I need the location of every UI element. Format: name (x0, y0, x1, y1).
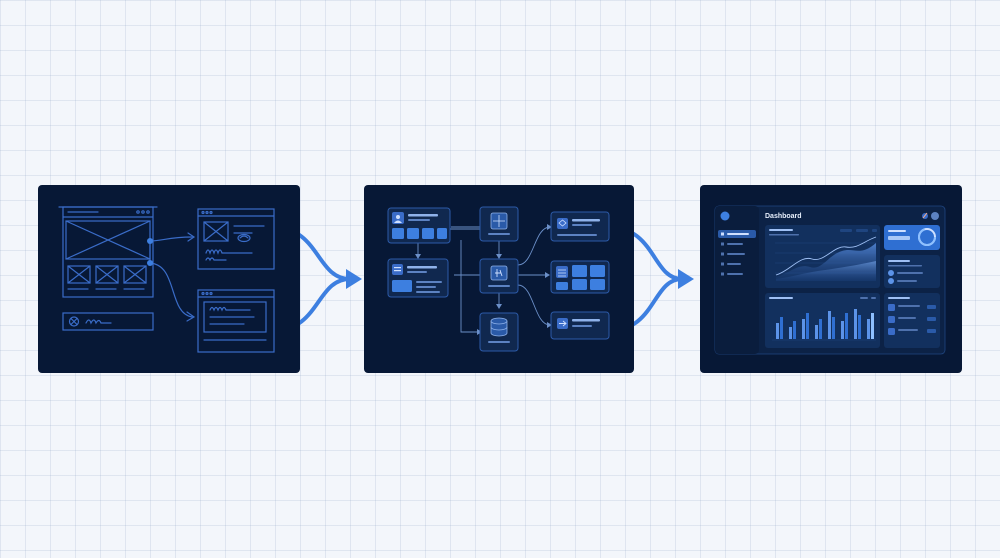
wireframe-card-top (197, 208, 275, 270)
flow-card-output (550, 311, 610, 340)
flow-card-table (550, 260, 610, 294)
database-icon (490, 317, 508, 337)
wireframe-panel (38, 185, 300, 373)
arrow-head (678, 269, 694, 289)
flow-diagram (387, 206, 610, 352)
flow-card-layers (550, 211, 610, 242)
flow-card-database (479, 312, 519, 352)
flow-card-function (479, 258, 519, 294)
function-icon (495, 269, 503, 277)
user-icon (396, 215, 400, 219)
arrow-head (346, 269, 362, 289)
grid-icon (493, 215, 505, 227)
wireframe-window (58, 206, 158, 298)
flow-card-list (387, 258, 449, 298)
dashboard-area-chart-card (765, 225, 880, 288)
dashboard-sidebar (715, 206, 759, 354)
dashboard-summary-card (884, 225, 940, 250)
wireframe-card-bottom (197, 289, 275, 353)
flow-card-grid (479, 206, 519, 242)
dashboard-list-card (884, 293, 940, 348)
avatar (931, 212, 939, 220)
flow-card-user (387, 207, 451, 244)
dashboard-title: Dashboard (765, 213, 802, 220)
table-icon (558, 269, 566, 277)
arrow-right-icon (559, 320, 567, 327)
logo-icon (720, 211, 730, 221)
dashboard-stats-card (884, 255, 940, 288)
layers-icon (558, 219, 567, 227)
dashboard-bar-chart-card (765, 293, 880, 348)
wireframe-sketch (58, 206, 275, 353)
wireframe-footer-bar (62, 312, 154, 331)
dashboard-panel: Dashboard (700, 185, 962, 373)
dashboard-mockup: Dashboard (714, 205, 946, 355)
flow-panel (364, 185, 634, 373)
